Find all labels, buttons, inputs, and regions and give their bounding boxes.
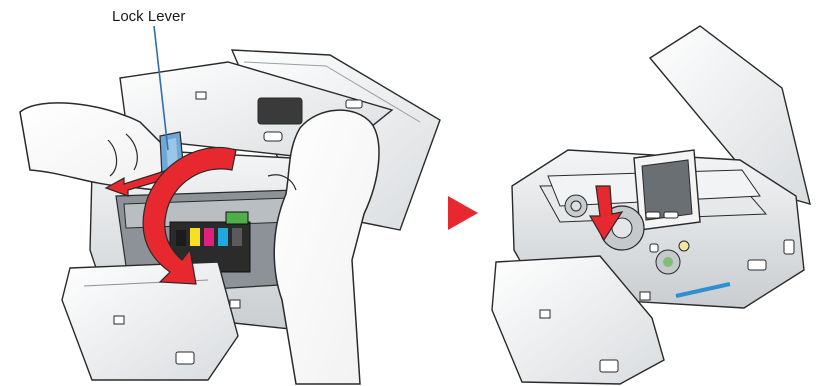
next-step-arrow-icon [448,196,478,230]
printer-open-illustration [20,26,440,384]
printer-closed-illustration [492,26,810,384]
